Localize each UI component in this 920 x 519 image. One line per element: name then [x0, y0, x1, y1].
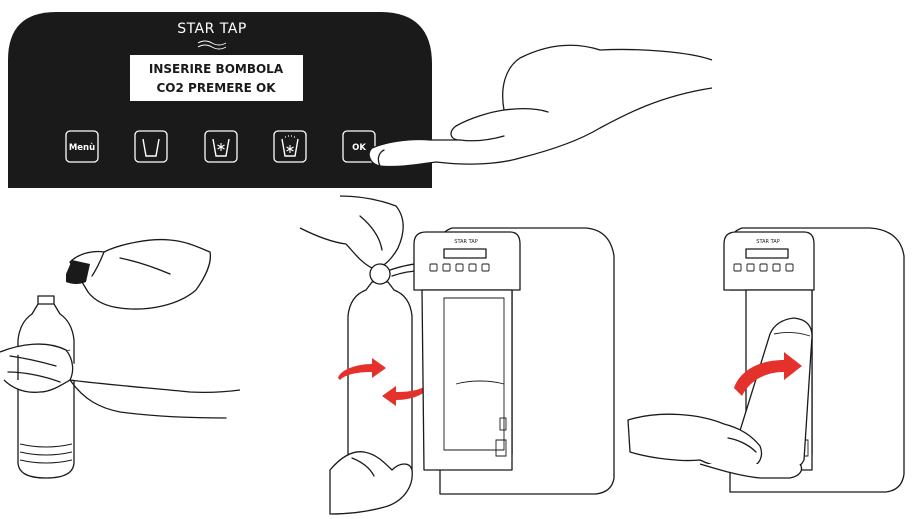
machine-brand-label: STAR TAP	[454, 239, 477, 245]
machine-brand-label-2: STAR TAP	[756, 239, 779, 245]
panel-brand-label: STAR TAP	[177, 21, 247, 37]
menu-button-label: Menù	[69, 143, 95, 153]
machine-step2: STAR TAP	[414, 228, 614, 494]
display-line-1: INSERIRE BOMBOLA	[149, 62, 284, 76]
step-insert-cylinder: STAR TAP	[628, 228, 904, 492]
control-panel: STAR TAP INSERIRE BOMBOLA CO2 PREMERE OK…	[8, 12, 432, 188]
step-connect-cylinder: STAR TAP	[300, 196, 614, 514]
ok-button-label: OK	[352, 143, 366, 153]
step-remove-cap	[0, 240, 240, 478]
display-line-2: CO2 PREMERE OK	[156, 81, 276, 95]
